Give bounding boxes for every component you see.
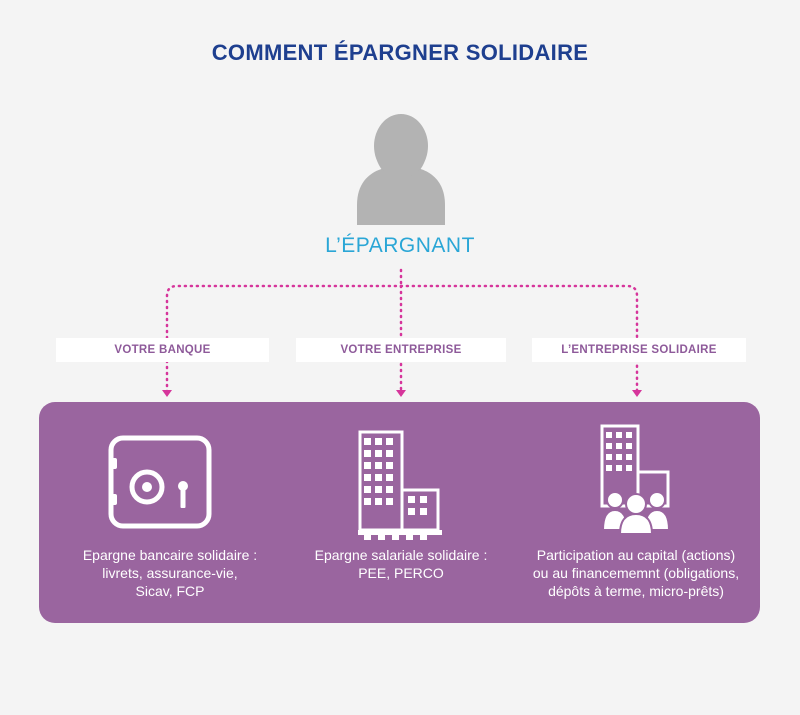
saver-label: L’ÉPARGNANT — [325, 234, 475, 257]
building-people-icon — [600, 424, 671, 535]
description-entreprise-solidaire: Participation au capital (actions) ou au… — [532, 547, 740, 599]
label-votre-banque: VOTRE BANQUE — [56, 338, 269, 362]
label-votre-entreprise: VOTRE ENTREPRISE — [296, 338, 506, 362]
office-building-icon — [358, 430, 442, 540]
description-entreprise: Epargne salariale solidaire : PEE, PERCO — [314, 547, 488, 581]
page-title: COMMENT ÉPARGNER SOLIDAIRE — [211, 40, 589, 65]
description-banque: Epargne bancaire solidaire : livrets, as… — [82, 547, 258, 599]
label-entreprise-solidaire: L’ENTREPRISE SOLIDAIRE — [532, 338, 746, 362]
person-icon — [357, 114, 445, 225]
safe-icon — [108, 435, 212, 529]
